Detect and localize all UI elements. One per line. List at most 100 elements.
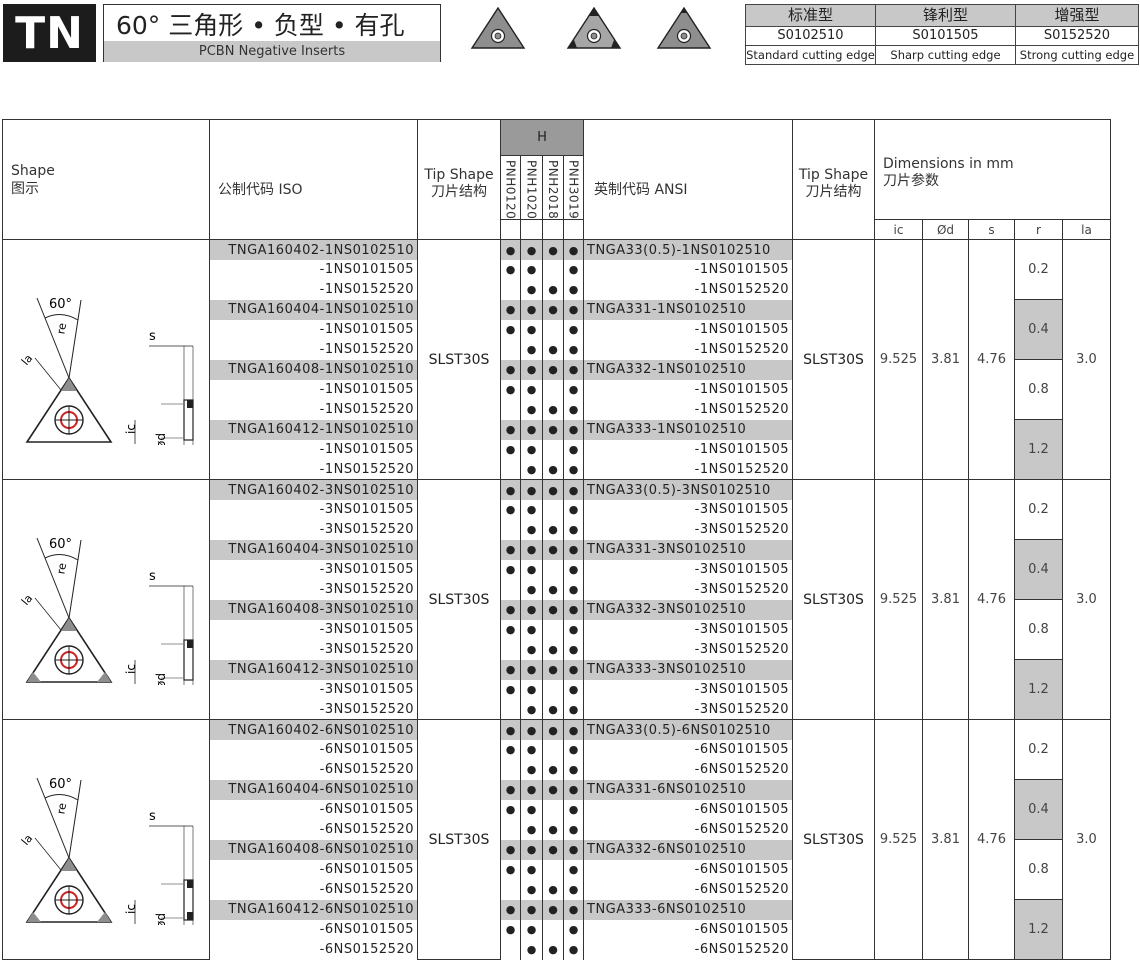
grade-dot-0: ●: [500, 319, 521, 340]
insert-strong-icon: [656, 6, 712, 49]
grade-dot-1: ●: [520, 839, 543, 860]
s-label: s: [149, 329, 156, 344]
grade-pnh1020: PNH1020: [524, 160, 539, 220]
grade-dot-2: ●: [542, 479, 564, 500]
grade-dot-3: ●: [563, 579, 584, 600]
grade-dot-0: [500, 279, 521, 300]
header-shape-en: Shape: [11, 162, 55, 179]
table-row: -6NS0152520●●●-6NS0152520: [3, 759, 1111, 780]
iso-code: -6NS0152520: [209, 939, 418, 960]
table-row: -3NS0152520●●●-3NS0152520: [3, 519, 1111, 540]
grade-dot-1: ●: [520, 679, 543, 700]
grade-dot-3: ●: [563, 259, 584, 280]
grade-dot-0: ●: [500, 419, 521, 440]
grade-dot-1: ●: [520, 639, 543, 660]
dim-col-s: s: [968, 219, 1015, 241]
grade-dot-1: ●: [520, 519, 543, 540]
grade-dot-2: [542, 559, 564, 580]
tip-shape: SLST30S: [417, 479, 501, 721]
grade-dot-0: ●: [500, 839, 521, 860]
edge-strong-code: S0152520: [1015, 26, 1139, 46]
dim-col-la: la: [1062, 219, 1111, 241]
ansi-code: -6NS0101505: [583, 859, 793, 880]
dim-la: 3.0: [1062, 239, 1111, 481]
grade-dot-3: ●: [563, 499, 584, 520]
grade-dot-0: ●: [500, 859, 521, 880]
grade-dot-1: ●: [520, 579, 543, 600]
grade-dot-0: ●: [500, 619, 521, 640]
grade-dot-2: [542, 499, 564, 520]
iso-code: -6NS0152520: [209, 879, 418, 900]
dim-r: 1.2: [1014, 899, 1063, 961]
grade-dot-1: ●: [520, 359, 543, 380]
grade-dot-1: ●: [520, 659, 543, 680]
iso-code: -1NS0152520: [209, 459, 418, 480]
iso-code: -3NS0152520: [209, 579, 418, 600]
iso-code: -1NS0152520: [209, 279, 418, 300]
s-label: s: [149, 809, 156, 824]
tip-shape: SLST30S: [417, 239, 501, 481]
ansi-code: TNGA333-6NS0102510: [583, 899, 793, 920]
grade-dot-0: ●: [500, 539, 521, 560]
dim-col-ic: ic: [874, 219, 923, 241]
grade-dot-3: ●: [563, 519, 584, 540]
grade-dot-0: ●: [500, 479, 521, 500]
s-label: s: [149, 569, 156, 584]
grade-dot-1: ●: [520, 459, 543, 480]
grade-dot-0: [500, 759, 521, 780]
table-row: -3NS0152520●●●-3NS0152520: [3, 579, 1111, 600]
grade-dot-2: ●: [542, 299, 564, 320]
grade-dot-0: ●: [500, 299, 521, 320]
re-label: re: [54, 562, 69, 575]
la-label: la: [19, 592, 35, 608]
grade-dot-3: ●: [563, 319, 584, 340]
ansi-code: TNGA333-1NS0102510: [583, 419, 793, 440]
grade-dot-0: ●: [500, 739, 521, 760]
re-label: re: [54, 322, 69, 335]
grade-dot-2: ●: [542, 339, 564, 360]
ansi-code: -6NS0101505: [583, 739, 793, 760]
insert-diagram: 60° re la s ic ød: [19, 297, 194, 455]
dim-la: 3.0: [1062, 719, 1111, 961]
grade-dot-3: ●: [563, 239, 584, 260]
grade-dot-0: ●: [500, 599, 521, 620]
grade-dot-0: ●: [500, 439, 521, 460]
la-label: la: [19, 832, 35, 848]
grade-dot-1: ●: [520, 259, 543, 280]
grade-pnh0120: PNH0120: [503, 160, 518, 220]
table-row: -3NS0101505●●●-3NS0101505: [3, 499, 1111, 520]
ic-label: ic: [124, 664, 138, 674]
grade-dot-3: ●: [563, 739, 584, 760]
grade-dot-3: ●: [563, 599, 584, 620]
tip-shape-2: SLST30S: [792, 719, 875, 961]
grade-dot-3: ●: [563, 419, 584, 440]
table-row: TNGA160404-6NS0102510●●●●TNGA331-6NS0102…: [3, 779, 1111, 841]
grade-dot-1: ●: [520, 819, 543, 840]
grade-dot-0: [500, 459, 521, 480]
iso-code: -1NS0152520: [209, 399, 418, 420]
grade-dot-3: ●: [563, 839, 584, 860]
ansi-code: -1NS0101505: [583, 379, 793, 400]
grade-dot-1: ●: [520, 479, 543, 500]
grade-dot-2: ●: [542, 639, 564, 660]
grade-dot-2: ●: [542, 239, 564, 260]
grade-dot-1: ●: [520, 419, 543, 440]
iso-code: TNGA160402-6NS0102510: [209, 719, 418, 740]
ansi-code: -3NS0101505: [583, 559, 793, 580]
dim-col-r: r: [1014, 219, 1063, 241]
insert-spec-table: Shape 图示 公制代码 ISO Tip Shape 刀片结构 H 英制代码 …: [2, 118, 1111, 961]
header-tip-shape: Tip Shape 刀片结构: [417, 118, 501, 241]
dim-r: 0.4: [1014, 539, 1063, 601]
ansi-code: TNGA33(0.5)-3NS0102510: [583, 479, 793, 500]
grade-dot-2: ●: [542, 459, 564, 480]
ansi-code: TNGA331-3NS0102510: [583, 539, 793, 560]
insert-standard-icon: [470, 6, 526, 49]
grade-dot-3: ●: [563, 299, 584, 320]
grade-dot-2: [542, 619, 564, 640]
grade-dot-3: ●: [563, 779, 584, 800]
ansi-code: -6NS0152520: [583, 759, 793, 780]
grade-dot-1: ●: [520, 339, 543, 360]
grade-dot-2: ●: [542, 519, 564, 540]
title-chinese: 60° 三角形 • 负型 • 有孔: [116, 11, 405, 40]
